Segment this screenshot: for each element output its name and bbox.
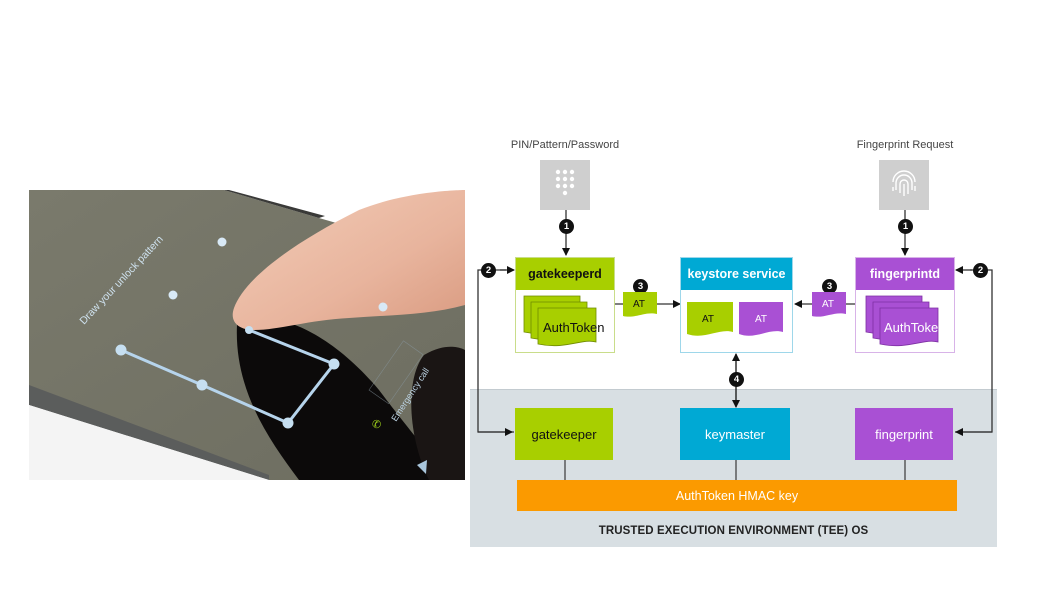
gatekeeper-tee-box: gatekeeper	[515, 408, 613, 460]
keymaster-tee-box: keymaster	[680, 408, 790, 460]
svg-text:AT: AT	[633, 299, 645, 310]
unlock-pattern-photo: Draw your unlock pattern Emergency call …	[29, 190, 465, 480]
svg-text:AT: AT	[822, 299, 834, 310]
finger	[232, 190, 465, 330]
pattern-dot[interactable]	[196, 379, 208, 391]
fingerprintd-service: fingerprintd AuthToken	[855, 257, 955, 353]
pattern-dot[interactable]	[245, 326, 253, 334]
phone-icon[interactable]: ✆	[372, 419, 381, 431]
step-badge-1-left: 1	[559, 219, 574, 234]
authtoken-hmac-key: AuthToken HMAC key	[517, 480, 957, 511]
line-step2-right	[955, 269, 993, 433]
keypad-icon	[540, 160, 590, 210]
step-badge-4: 4	[729, 372, 744, 387]
gatekeeperd-service: gatekeeperd AuthToken	[515, 257, 615, 353]
keystore-service: keystore service AT AT	[680, 257, 793, 353]
line-step2-left	[477, 269, 514, 433]
step-badge-1-right: 1	[898, 219, 913, 234]
fingerprintd-title: fingerprintd	[856, 258, 954, 290]
auth-flow-diagram: PIN/Pattern/Password Fingerprint Request	[470, 130, 1000, 550]
fingerprint-icon	[879, 160, 929, 210]
step-badge-2-right: 2	[973, 263, 988, 278]
pattern-dot[interactable]	[378, 302, 388, 312]
step-badge-2-left: 2	[481, 263, 496, 278]
fingerprint-source-label: Fingerprint Request	[856, 139, 954, 151]
authtoken-label: AuthToken	[884, 320, 945, 335]
svg-text:AT: AT	[702, 314, 714, 325]
photo-illustration: Draw your unlock pattern Emergency call …	[29, 190, 465, 480]
step-badge-3-right: 3	[822, 279, 837, 294]
pattern-dot[interactable]	[115, 344, 127, 356]
fingerprint-tee-box: fingerprint	[855, 408, 953, 460]
pattern-dot[interactable]	[168, 290, 178, 300]
gatekeeperd-title: gatekeeperd	[516, 258, 614, 290]
transit-token-left: AT	[623, 292, 657, 317]
svg-text:AT: AT	[755, 314, 767, 325]
tee-title: TRUSTED EXECUTION ENVIRONMENT (TEE) OS	[598, 525, 869, 537]
finger-reflection	[236, 318, 449, 480]
pattern-dot[interactable]	[282, 417, 294, 429]
back-icon[interactable]	[417, 460, 427, 474]
gatekeeper-at-token	[687, 302, 733, 336]
transit-token-right: AT	[812, 292, 846, 317]
phone-bezel	[29, 385, 269, 480]
authtoken-label: AuthToken	[543, 320, 604, 335]
authtoken-stack-fingerprintd: AuthToken	[865, 295, 945, 347]
step-badge-3-left: 3	[633, 279, 648, 294]
keystore-title: keystore service	[681, 258, 792, 290]
pin-source-label: PIN/Pattern/Password	[510, 139, 620, 151]
fingerprint-at-token	[739, 302, 783, 336]
pattern-dot[interactable]	[328, 358, 340, 370]
keystore-tokens: AT AT	[687, 302, 783, 336]
pattern-dot[interactable]	[217, 237, 227, 247]
authtoken-stack-gatekeeperd: AuthToken	[523, 295, 604, 347]
